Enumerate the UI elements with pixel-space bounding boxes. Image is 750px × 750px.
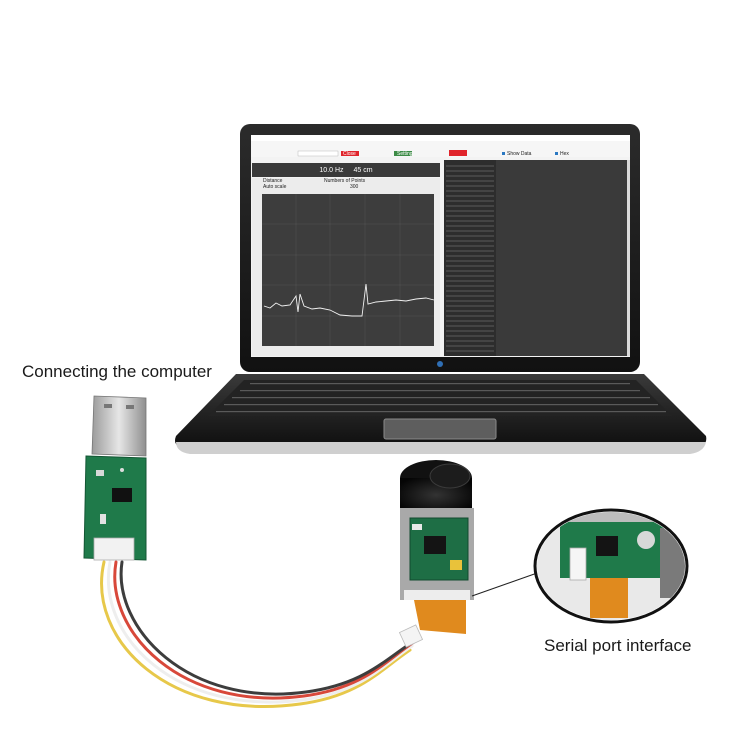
show-data-label: Show Data [507, 151, 532, 157]
laptop-trackpad [383, 418, 497, 440]
laptop [175, 124, 707, 454]
distance-readout: 10.0 Hz 45 cm [252, 163, 440, 177]
plot-area [262, 194, 434, 346]
hex-label: Hex [560, 151, 569, 157]
cable-bundle [100, 560, 418, 708]
frequency-value: 10.0 Hz [319, 166, 344, 174]
usb-header-connector [93, 537, 135, 561]
usb-pcb [83, 455, 147, 561]
usb-adapter [83, 395, 147, 561]
samples-label: Numbers of Points [324, 178, 366, 184]
magnifier-inset [533, 508, 689, 624]
ui-close-button [341, 151, 359, 156]
distance-checkbox-label: Distance [263, 178, 283, 184]
laser-sensor-module [400, 460, 474, 634]
setting-button-label: Setting [397, 151, 413, 157]
ui-setting-button [394, 151, 412, 156]
plot-line [263, 283, 435, 317]
serial-port-connector [569, 547, 587, 581]
callout-line [471, 571, 541, 597]
console-pane [444, 160, 496, 356]
usb-plug [91, 395, 147, 457]
sensor-plug [398, 624, 424, 648]
caption-connecting-computer: Connecting the computer [22, 362, 212, 381]
sensor-lens [429, 463, 471, 489]
sensor-flex-cable [414, 600, 466, 634]
distance-value: 45 cm [353, 166, 373, 174]
close-button-label: Close [343, 151, 356, 157]
caption-serial-port: Serial port interface [544, 636, 692, 655]
samples-value: 300 [350, 184, 359, 190]
auto-scale-checkbox-label: Auto scale [263, 184, 287, 190]
